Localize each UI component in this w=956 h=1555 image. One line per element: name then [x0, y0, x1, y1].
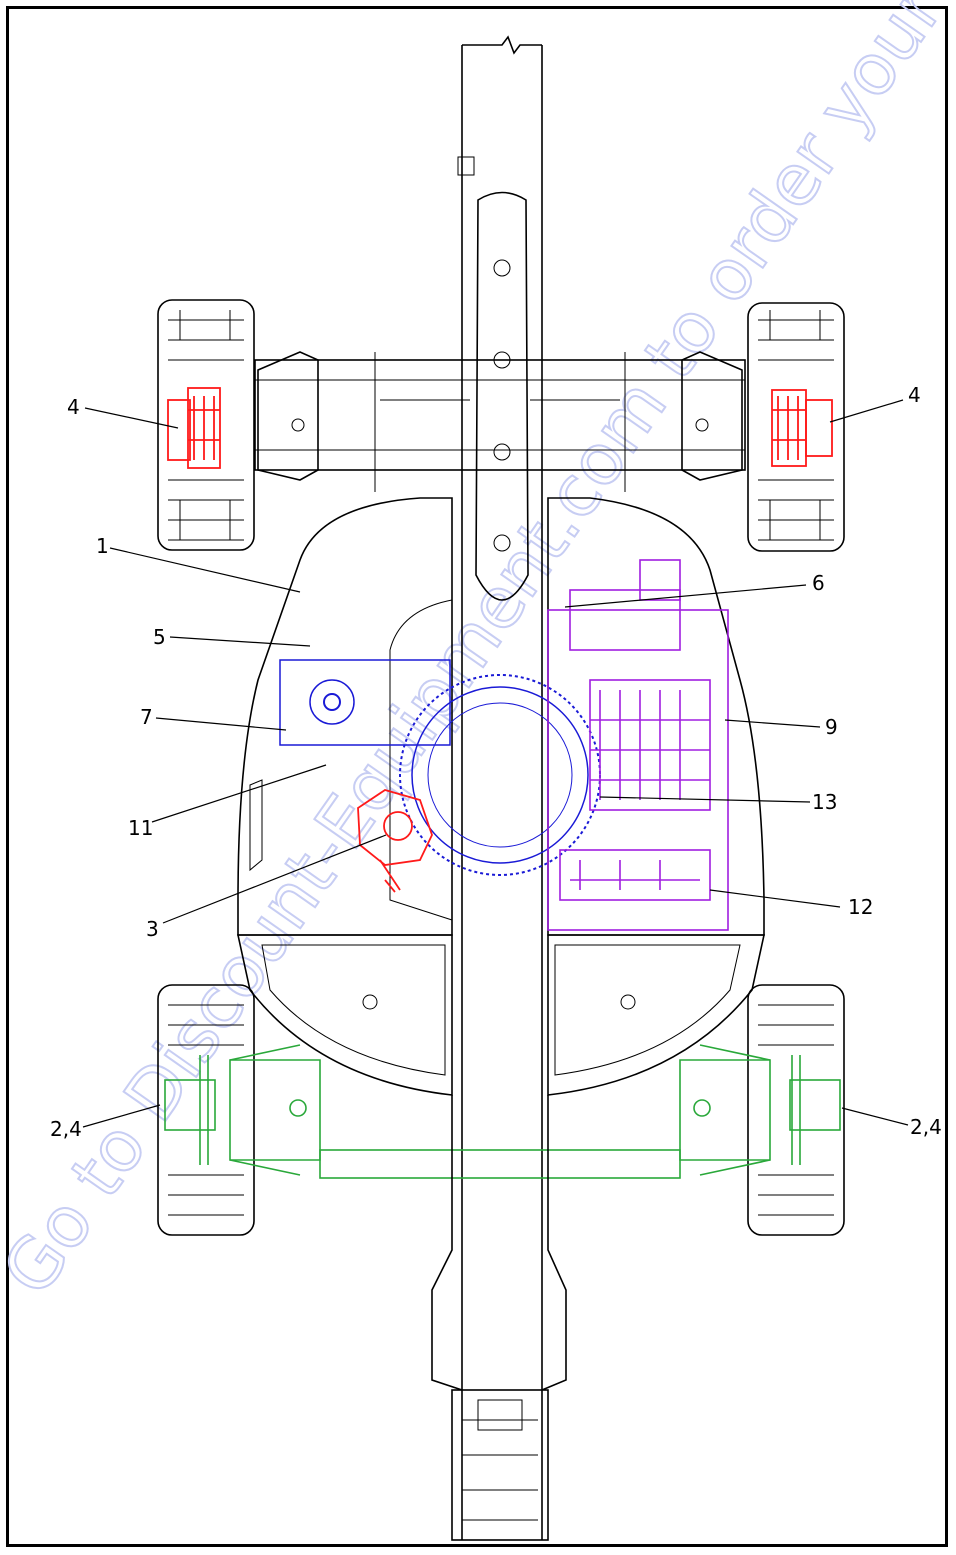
- callout-12: 12: [848, 895, 873, 919]
- callout-6: 6: [812, 571, 825, 595]
- callouts: 4 4 1 6 5 7 9 13 11 3 12 2,4 2,4: [50, 383, 942, 1141]
- leader-lines: [82, 399, 909, 1128]
- front-axle: [164, 1044, 841, 1179]
- callout-5: 5: [153, 625, 166, 649]
- drawing-frame: [6, 6, 948, 1547]
- wheel-front-left: [157, 984, 255, 1236]
- callout-11: 11: [128, 816, 153, 840]
- callout-1: 1: [96, 534, 109, 558]
- callout-3: 3: [146, 917, 159, 941]
- callout-4-left: 4: [67, 395, 80, 419]
- swing-motor: [357, 789, 433, 893]
- rear-axle: [254, 351, 746, 492]
- engine: [547, 559, 729, 931]
- brake-assembly-rear-right: [771, 389, 833, 467]
- callout-7: 7: [140, 705, 153, 729]
- dipper-and-bucket: [431, 1095, 567, 1541]
- wheel-rear-right: [747, 302, 845, 552]
- brake-assembly-rear-left: [167, 387, 221, 469]
- watermark: Go to Discount-Equipment.com to order yo…: [0, 0, 956, 1311]
- callout-9: 9: [825, 715, 838, 739]
- callout-2-4-right: 2,4: [910, 1115, 942, 1139]
- upper-body: [237, 497, 765, 936]
- callout-4-right: 4: [908, 383, 921, 407]
- callout-2-4-left: 2,4: [50, 1117, 82, 1141]
- boom: [457, 35, 543, 1540]
- wheel-rear-left: [157, 299, 255, 551]
- callout-13: 13: [812, 790, 837, 814]
- wheel-front-right: [747, 984, 845, 1236]
- counterweight: [237, 934, 765, 1096]
